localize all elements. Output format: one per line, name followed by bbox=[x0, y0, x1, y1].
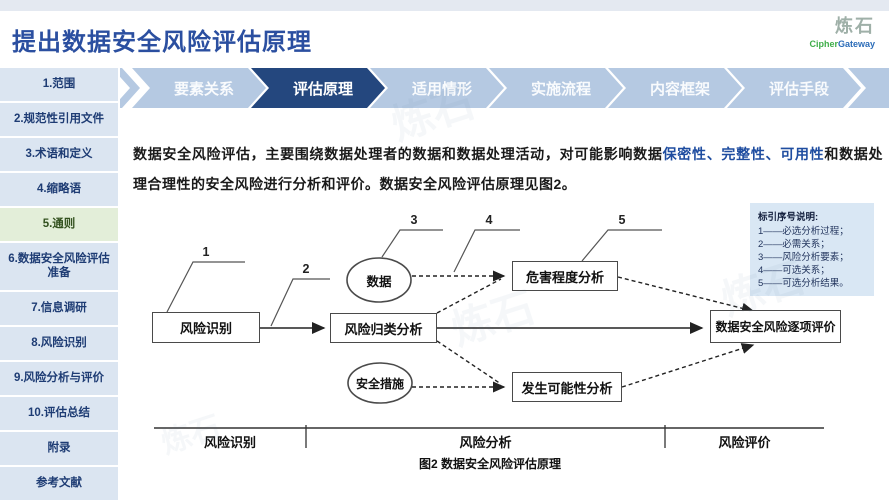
phase-label-evaluate: 风险评价 bbox=[718, 435, 771, 450]
legend-line: 2——必需关系； bbox=[758, 239, 830, 250]
diagram-lines bbox=[154, 229, 824, 448]
dashed-likelihood-to-evaluation bbox=[621, 343, 755, 388]
breadcrumb-label: 要素关系 bbox=[173, 80, 234, 98]
legend-line: 4——可选关系； bbox=[758, 265, 830, 276]
legend-line: 5——可选分析结果。 bbox=[758, 278, 849, 289]
sidebar: 1.范围 2.规范性引用文件 3.术语和定义 4.缩略语 5.通则 6.数据安全… bbox=[0, 68, 118, 500]
callout-line-1 bbox=[166, 261, 245, 313]
callout-number-2: 2 bbox=[302, 262, 310, 276]
phase-label-identify: 风险识别 bbox=[203, 435, 256, 450]
legend-line: 3——风险分析要素； bbox=[758, 252, 849, 263]
breadcrumb-label: 适用情形 bbox=[411, 80, 472, 98]
node-security-measures-label: 安全措施 bbox=[355, 376, 404, 391]
security-measures-ellipse bbox=[347, 362, 413, 404]
logo-mark: 炼石 bbox=[835, 16, 875, 36]
callout-number-5: 5 bbox=[618, 213, 626, 227]
sidebar-item-references[interactable]: 参考文献 bbox=[0, 466, 118, 500]
sidebar-item-summary[interactable]: 10.评估总结 bbox=[0, 396, 118, 430]
sidebar-item-info-research[interactable]: 7.信息调研 bbox=[0, 291, 118, 325]
phase-label-analysis: 风险分析 bbox=[459, 435, 512, 450]
sidebar-item-abbreviations[interactable]: 4.缩略语 bbox=[0, 173, 118, 206]
body-paragraph: 数据安全风险评估，主要围绕数据处理者的数据和数据处理活动，对可能影响数据保密性、… bbox=[133, 139, 883, 199]
figure-caption: 图2 数据安全风险评估原理 bbox=[418, 457, 561, 471]
breadcrumb-lead-fragment bbox=[120, 68, 140, 108]
dashed-classify-to-harm bbox=[436, 278, 502, 314]
node-risk-classify: 风险归类分析 bbox=[330, 313, 437, 343]
logo-word-gateway: Gateway bbox=[837, 39, 875, 49]
breadcrumb-item-applicability[interactable]: 适用情形 bbox=[370, 68, 504, 108]
callout-line-2 bbox=[270, 278, 330, 327]
callout-line-3 bbox=[381, 229, 443, 258]
breadcrumb-item-principle[interactable]: 评估原理 bbox=[251, 68, 385, 108]
breadcrumb-item-elements[interactable]: 要素关系 bbox=[132, 68, 266, 108]
sidebar-item-risk-analysis[interactable]: 9.风险分析与评价 bbox=[0, 361, 118, 395]
top-strip bbox=[0, 0, 889, 11]
callout-line-4 bbox=[453, 229, 520, 273]
sidebar-item-scope[interactable]: 1.范围 bbox=[0, 68, 118, 101]
breadcrumb-label: 评估原理 bbox=[292, 80, 353, 98]
breadcrumb: 要素关系 评估原理 适用情形 实施流程 内容框架 评估手段 bbox=[120, 68, 889, 108]
sidebar-item-terms[interactable]: 3.术语和定义 bbox=[0, 138, 118, 171]
paragraph-text: 数据安全风险评估，主要围绕数据处理者的数据和数据处理活动，对可能影响数据 bbox=[133, 146, 663, 162]
sidebar-item-assessment-prep[interactable]: 6.数据安全风险评估准备 bbox=[0, 243, 118, 290]
page-title: 提出数据安全风险评估原理 bbox=[12, 29, 312, 56]
data-ellipse bbox=[346, 257, 412, 303]
dashed-harm-to-evaluation bbox=[617, 276, 755, 314]
sidebar-item-normative-refs[interactable]: 2.规范性引用文件 bbox=[0, 103, 118, 136]
legend-box: 标引序号说明: 1——必选分析过程； 2——必需关系； 3——风险分析要素； 4… bbox=[750, 203, 874, 296]
node-risk-identify: 风险识别 bbox=[152, 312, 260, 343]
node-harm-analysis: 危害程度分析 bbox=[512, 261, 618, 291]
sidebar-item-general-rules[interactable]: 5.通则 bbox=[0, 208, 118, 241]
breadcrumb-label: 评估手段 bbox=[768, 80, 829, 98]
sidebar-item-risk-identify[interactable]: 8.风险识别 bbox=[0, 326, 118, 360]
legend-title: 标引序号说明: bbox=[758, 212, 819, 223]
node-evaluation: 数据安全风险逐项评价 bbox=[710, 310, 841, 343]
paragraph-highlight: 保密性、完整性、可用性 bbox=[662, 146, 825, 162]
callout-number-4: 4 bbox=[485, 213, 493, 227]
sidebar-item-appendix[interactable]: 附录 bbox=[0, 431, 118, 465]
breadcrumb-item-framework[interactable]: 内容框架 bbox=[608, 68, 742, 108]
legend-line: 1——必选分析过程； bbox=[758, 226, 849, 237]
callout-number-3: 3 bbox=[410, 213, 418, 227]
breadcrumb-item-methods[interactable]: 评估手段 bbox=[727, 68, 861, 108]
callout-line-5 bbox=[581, 229, 662, 262]
paragraph-text: 和数据处理合理性的安全风险进行分析和评价。数据安全风险评估原理见图2。 bbox=[133, 146, 884, 192]
logo-wordmark: CipherGateway bbox=[809, 39, 875, 49]
dashed-classify-to-likelihood bbox=[436, 340, 502, 385]
risk-assessment-diagram: 风险识别 风险归类分析 危害程度分析 发生可能性分析 数据安全风险逐项评价 数据… bbox=[130, 195, 889, 480]
breadcrumb-label: 内容框架 bbox=[649, 80, 710, 98]
logo-word-cipher: Cipher bbox=[809, 39, 838, 49]
breadcrumb-label: 实施流程 bbox=[530, 80, 591, 98]
callout-number-1: 1 bbox=[202, 245, 210, 259]
node-data-label: 数据 bbox=[366, 274, 392, 289]
brand-logo: 炼石 CipherGateway bbox=[809, 12, 875, 49]
node-likelihood-analysis: 发生可能性分析 bbox=[512, 372, 622, 402]
breadcrumb-item-process[interactable]: 实施流程 bbox=[489, 68, 623, 108]
